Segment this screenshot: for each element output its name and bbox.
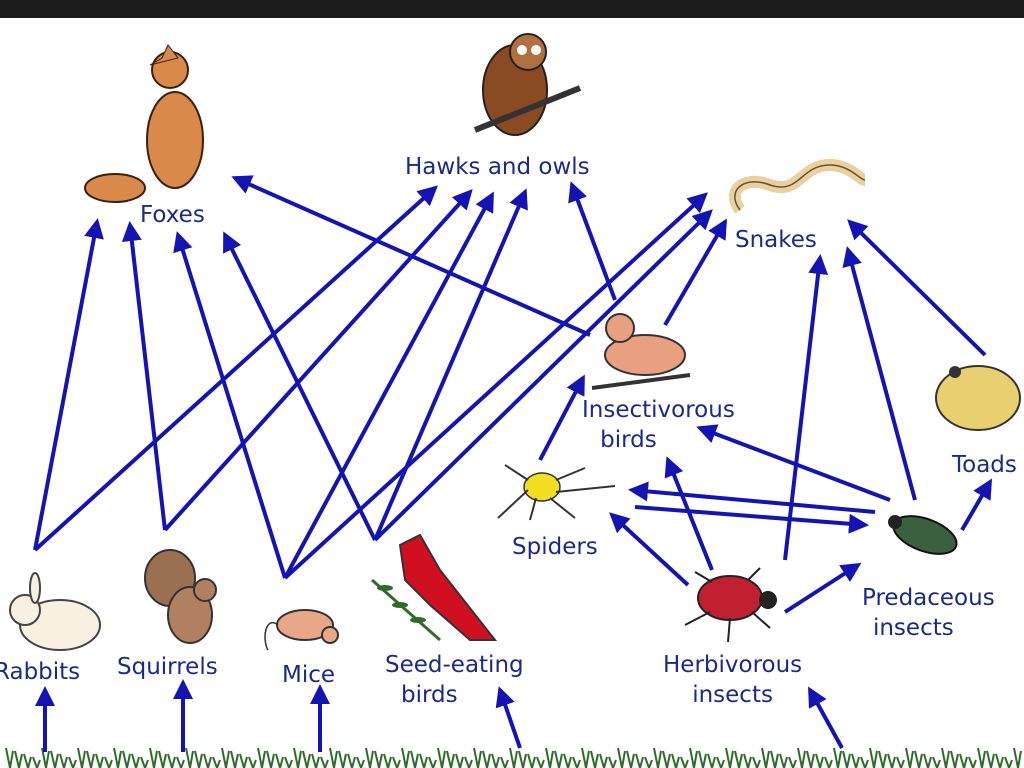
arrow-rabbits-hawks bbox=[33, 185, 438, 552]
arrow-insectbirds-foxes bbox=[231, 175, 591, 337]
arrow-mice-foxes bbox=[173, 231, 287, 579]
grass-blades bbox=[5, 747, 1022, 768]
top-bar bbox=[0, 0, 1024, 18]
arrow-seedbirds-snakes bbox=[373, 209, 713, 542]
arrow-spiders-insectbirds bbox=[538, 374, 585, 461]
snake-illustration bbox=[728, 158, 867, 214]
arrow-mice-hawks bbox=[283, 191, 494, 579]
arrow-herbinsects-snakes bbox=[783, 254, 829, 561]
label-spiders: Spiders bbox=[512, 534, 598, 560]
label-toads: Toads bbox=[952, 452, 1017, 478]
arrow-herbinsects-insectbirds bbox=[664, 456, 714, 571]
arrow-squirrels-foxes bbox=[121, 221, 167, 531]
toad-illustration bbox=[935, 365, 1021, 431]
label-line-2: birds bbox=[600, 427, 657, 453]
arrow-plants-herbinsects bbox=[808, 686, 844, 749]
arrow-herbinsects-spiders bbox=[609, 512, 690, 587]
label-predaceous-insects: Predaceous insects bbox=[862, 583, 995, 643]
rabbit-illustration bbox=[9, 572, 101, 651]
mouse-illustration bbox=[264, 609, 339, 651]
squirrel-illustration bbox=[144, 549, 217, 644]
arrow-insectbirds-hawks bbox=[568, 181, 617, 301]
fox-illustration bbox=[84, 44, 204, 203]
owl-illustration bbox=[473, 33, 582, 136]
label-mice: Mice bbox=[282, 662, 336, 688]
insectivorous-bird-illustration bbox=[591, 313, 691, 390]
arrow-spiders-predaceous bbox=[634, 505, 869, 534]
label-rabbits: Rabbits bbox=[0, 659, 81, 685]
cardinal-illustration bbox=[371, 533, 498, 642]
grass bbox=[5, 747, 1022, 768]
arrow-predaceous-snakes bbox=[842, 246, 917, 501]
arrow-plants-seedbirds bbox=[495, 686, 522, 749]
herbivorous-beetle-illustration bbox=[684, 567, 777, 643]
arrow-predaceous-toads bbox=[960, 478, 993, 532]
arrow-squirrels-hawks bbox=[163, 189, 473, 532]
arrow-herbinsects-predaceous bbox=[783, 562, 862, 614]
label-herbivorous-insects: Herbivorous insects bbox=[663, 650, 802, 710]
arrow-seedbirds-hawks bbox=[373, 188, 528, 541]
label-line-2: insects bbox=[872, 615, 954, 641]
label-snakes: Snakes bbox=[735, 227, 817, 253]
arrow-mice-snakes bbox=[283, 192, 708, 580]
arrow-seedbirds-foxes bbox=[223, 231, 377, 541]
label-line-1: Insectivorous bbox=[582, 397, 735, 423]
feeding-arrows bbox=[33, 175, 993, 752]
spider-illustration bbox=[497, 464, 616, 521]
label-line-1: Seed-eating bbox=[385, 652, 524, 678]
arrow-insectbirds-snakes bbox=[663, 218, 728, 327]
label-foxes: Foxes bbox=[140, 202, 205, 228]
label-seed-eating-birds: Seed-eating birds bbox=[385, 650, 524, 710]
arrow-rabbits-foxes bbox=[33, 218, 104, 551]
label-line-1: Predaceous bbox=[862, 585, 995, 611]
arrow-toads-snakes bbox=[847, 219, 987, 357]
arrow-predaceous-spiders bbox=[628, 481, 876, 514]
arrow-predaceous-insectbirds bbox=[696, 424, 891, 502]
label-squirrels: Squirrels bbox=[117, 654, 218, 680]
label-line-2: birds bbox=[401, 682, 458, 708]
label-line-2: insects bbox=[692, 682, 773, 708]
beetle-predaceous-illustration bbox=[888, 515, 958, 555]
label-line-1: Herbivorous bbox=[663, 652, 803, 678]
label-insectivorous-birds: Insectivorous birds bbox=[582, 395, 735, 455]
label-hawks-owls: Hawks and owls bbox=[405, 154, 590, 180]
